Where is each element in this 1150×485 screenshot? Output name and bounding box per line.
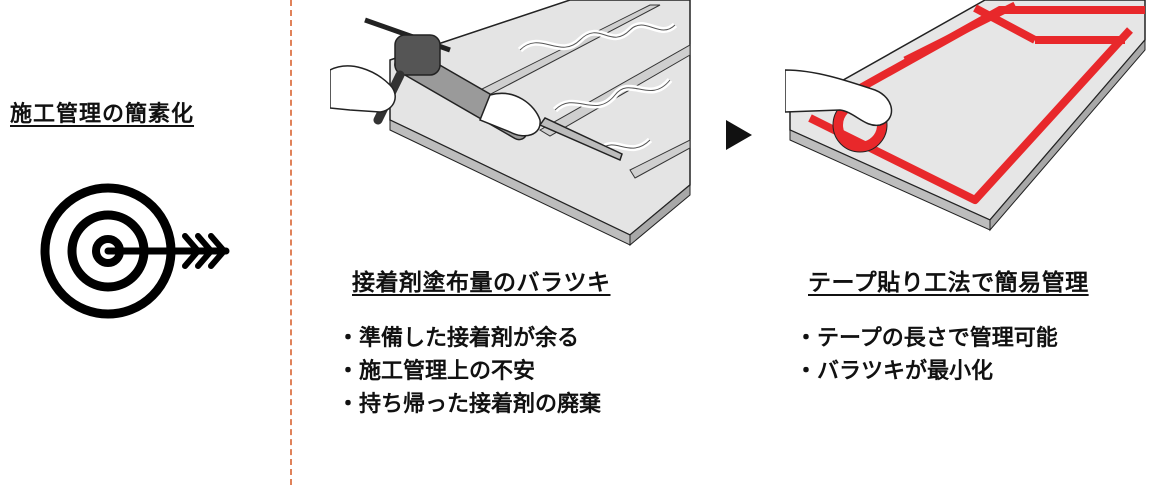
before-bullet-list: 準備した接着剤が余る 施工管理上の不安 持ち帰った接着剤の廃棄 <box>337 322 601 421</box>
list-item: テープの長さで管理可能 <box>795 322 1058 355</box>
after-heading: テープ貼り工法で簡易管理 <box>808 270 1089 296</box>
tape-application-illustration <box>785 0 1146 232</box>
before-heading: 接着剤塗布量のバラツキ <box>352 270 611 296</box>
list-item: 準備した接着剤が余る <box>337 322 601 355</box>
after-bullet-list: テープの長さで管理可能 バラツキが最小化 <box>795 322 1058 388</box>
left-title: 施工管理の簡素化 <box>10 102 195 127</box>
right-triangle-icon <box>726 120 752 150</box>
target-arrow-icon <box>40 183 230 319</box>
section-divider <box>290 0 292 485</box>
list-item: バラツキが最小化 <box>795 355 1058 388</box>
list-item: 施工管理上の不安 <box>337 355 601 388</box>
list-item: 持ち帰った接着剤の廃棄 <box>337 388 601 421</box>
adhesive-caulking-gun-illustration <box>330 0 691 247</box>
